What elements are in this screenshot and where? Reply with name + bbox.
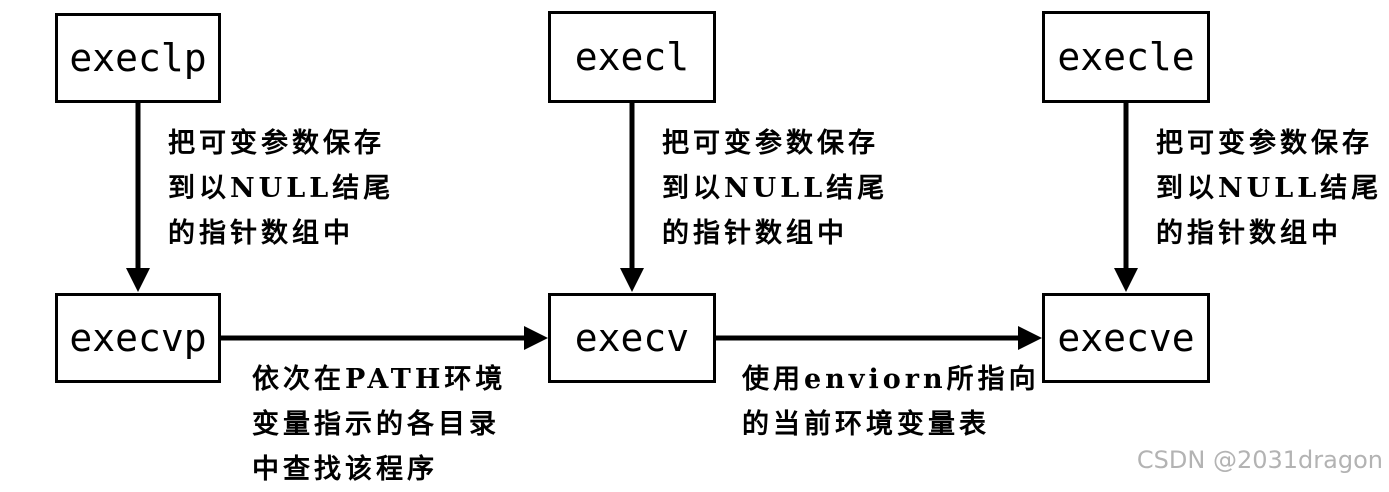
exec-family-diagram: execlp execl execle execvp execv execve … <box>55 11 1383 485</box>
note-horizontal-left: 依次在PATH环境 变量指示的各目录 中查找该程序 <box>252 357 506 492</box>
arrow-execv-to-execve <box>716 326 1042 350</box>
node-execv-label: execv <box>574 316 690 360</box>
node-execl-label: execl <box>574 35 690 79</box>
note-line: 到以NULL结尾 <box>168 173 395 204</box>
note-line: 到以NULL结尾 <box>662 173 889 204</box>
note-line: 到以NULL结尾 <box>1156 173 1383 204</box>
note-vertical-left: 把可变参数保存 到以NULL结尾 的指针数组中 <box>168 121 394 256</box>
note-line: 把可变参数保存 <box>662 128 879 159</box>
arrow-execvp-to-execv <box>219 326 548 350</box>
note-line: 的指针数组中 <box>168 218 354 249</box>
node-execvp: execvp <box>55 293 221 383</box>
watermark: CSDN @2031dragon <box>1136 446 1383 474</box>
note-line: 的指针数组中 <box>662 218 848 249</box>
note-line: 把可变参数保存 <box>168 128 385 159</box>
node-execlp-label: execlp <box>69 36 207 80</box>
node-execle-label: execle <box>1057 35 1195 79</box>
arrow-execlp-to-execvp <box>126 103 150 292</box>
note-line: 变量指示的各目录 <box>252 409 500 440</box>
note-line: 把可变参数保存 <box>1156 128 1373 159</box>
note-line: 使用enviorn所指向 <box>742 364 1040 395</box>
arrow-execl-to-execv <box>620 103 644 292</box>
node-execve-label: execve <box>1057 316 1195 360</box>
node-execlp: execlp <box>55 13 221 103</box>
node-execve: execve <box>1042 293 1210 383</box>
note-vertical-right: 把可变参数保存 到以NULL结尾 的指针数组中 <box>1156 121 1382 256</box>
note-line: 中查找该程序 <box>252 454 438 485</box>
node-execl: execl <box>548 11 716 103</box>
note-line: 的当前环境变量表 <box>742 409 990 440</box>
arrow-execle-to-execve <box>1114 103 1138 292</box>
note-horizontal-right: 使用enviorn所指向 的当前环境变量表 <box>742 357 1040 447</box>
node-execv: execv <box>548 293 716 383</box>
note-line: 依次在PATH环境 <box>252 364 507 395</box>
node-execvp-label: execvp <box>69 316 207 360</box>
note-line: 的指针数组中 <box>1156 218 1342 249</box>
node-execle: execle <box>1042 11 1210 103</box>
arrows-layer <box>126 103 1138 350</box>
note-vertical-middle: 把可变参数保存 到以NULL结尾 的指针数组中 <box>662 121 888 256</box>
